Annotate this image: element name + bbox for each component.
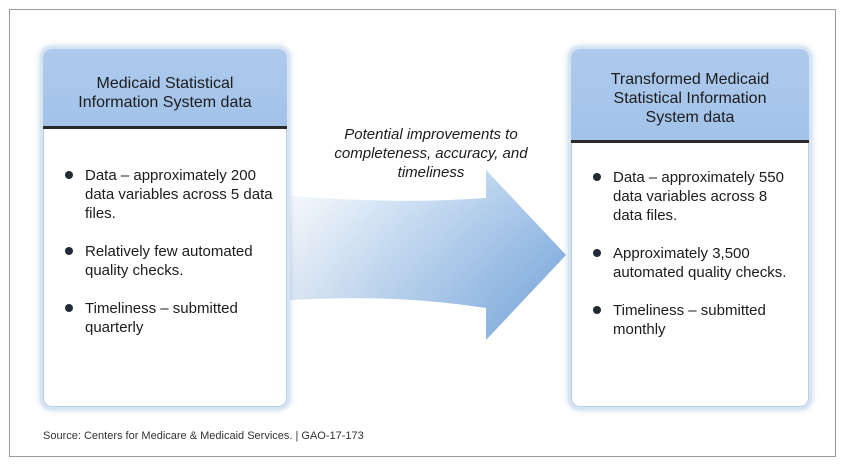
bullet-icon: [65, 247, 73, 255]
bullet-icon: [65, 171, 73, 179]
list-item-text: Relatively few automated quality checks.: [85, 243, 253, 279]
arrow-caption-line: timeliness: [397, 164, 465, 181]
current-system-title-line: Medicaid Statistical: [96, 74, 234, 92]
arrow-caption: Potential improvements to completeness, …: [296, 125, 566, 182]
current-system-list: Data – approximately 200 data variables …: [43, 129, 287, 337]
list-item: Data – approximately 200 data variables …: [65, 166, 275, 223]
bullet-icon: [593, 249, 601, 257]
list-item: Relatively few automated quality checks.: [65, 242, 275, 280]
bullet-icon: [593, 173, 601, 181]
transformed-system-title-line: Statistical Information: [613, 90, 767, 107]
list-item-text: Data – approximately 550 data variables …: [613, 169, 784, 224]
current-system-title: Medicaid Statistical Information System …: [43, 49, 287, 129]
list-item-text: Timeliness – submitted monthly: [613, 302, 766, 338]
source-note: Source: Centers for Medicare & Medicaid …: [43, 430, 364, 442]
list-item: Data – approximately 550 data variables …: [593, 168, 797, 225]
list-item: Timeliness – submitted quarterly: [65, 299, 275, 337]
bullet-icon: [65, 304, 73, 312]
arrow-shading: [290, 170, 566, 340]
arrow-caption-line: Potential improvements to: [344, 126, 518, 143]
list-item-text: Data – approximately 200 data variables …: [85, 167, 273, 222]
list-item: Approximately 3,500 automated quality ch…: [593, 244, 797, 282]
transformed-system-box: Transformed Medicaid Statistical Informa…: [568, 46, 812, 410]
list-item-text: Timeliness – submitted quarterly: [85, 300, 238, 336]
transformed-system-title-line: Transformed Medicaid: [610, 71, 770, 88]
arrow-caption-line: completeness, accuracy, and: [334, 145, 528, 162]
transformed-system-list: Data – approximately 550 data variables …: [571, 143, 809, 339]
current-system-box: Medicaid Statistical Information System …: [40, 46, 290, 410]
transformed-system-title-line: System data: [645, 109, 735, 126]
list-item-text: Approximately 3,500 automated quality ch…: [613, 245, 787, 281]
list-item: Timeliness – submitted monthly: [593, 301, 797, 339]
current-system-title-line: Information System data: [78, 93, 252, 111]
bullet-icon: [593, 306, 601, 314]
transformed-system-title: Transformed Medicaid Statistical Informa…: [571, 49, 809, 143]
